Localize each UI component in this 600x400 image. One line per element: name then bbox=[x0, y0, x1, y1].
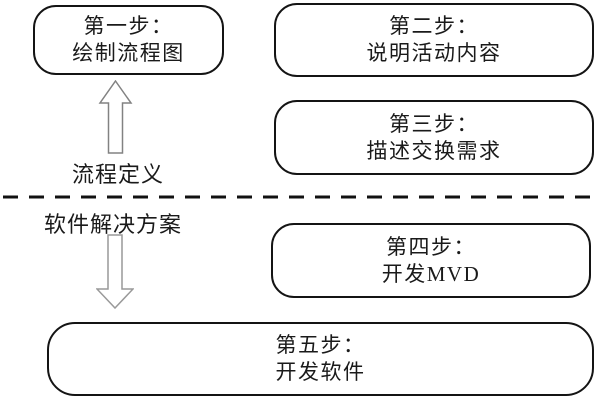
step1-box: 第一步： 绘制流程图 bbox=[33, 5, 224, 75]
up-arrow-icon bbox=[98, 80, 133, 154]
step1-description: 绘制流程图 bbox=[72, 41, 185, 65]
down-arrow-icon bbox=[96, 234, 134, 309]
step3-title: 第三步： bbox=[389, 111, 479, 136]
software-solution-label: 软件解决方案 bbox=[43, 212, 182, 237]
step4-box: 第四步： 开发MVD bbox=[271, 223, 591, 298]
step5-box: 第五步： 开发软件 bbox=[47, 322, 594, 396]
dashed-divider-line bbox=[3, 195, 597, 199]
step2-description: 说明活动内容 bbox=[366, 41, 502, 65]
step5-description: 开发软件 bbox=[275, 360, 366, 384]
step1-title: 第一步： bbox=[83, 14, 174, 38]
process-definition-label: 流程定义 bbox=[71, 162, 164, 187]
step5-title: 第五步： bbox=[275, 333, 366, 357]
step2-title: 第二步： bbox=[389, 14, 479, 38]
step3-box: 第三步： 描述交换需求 bbox=[274, 100, 594, 175]
step4-description: 开发MVD bbox=[381, 261, 481, 286]
step3-description: 描述交换需求 bbox=[366, 138, 502, 163]
step2-box: 第二步： 说明活动内容 bbox=[274, 3, 594, 77]
step4-title: 第四步： bbox=[386, 234, 476, 259]
